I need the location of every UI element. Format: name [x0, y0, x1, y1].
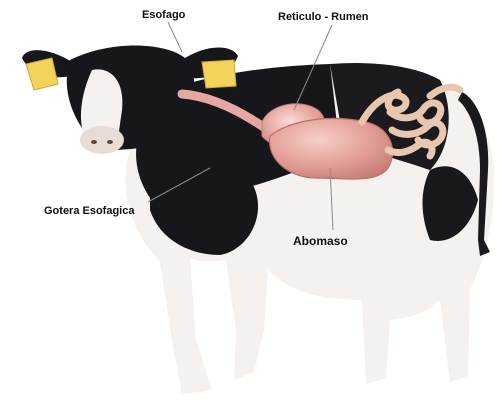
label-reticulo-rumen: Reticulo - Rumen	[278, 11, 368, 23]
ear-tag-left-icon	[26, 58, 58, 90]
label-gotera-esofagica: Gotera Esofagica	[44, 205, 134, 217]
abomasum-shape	[270, 118, 393, 179]
label-esofago: Esofago	[142, 9, 185, 21]
label-abomaso: Abomaso	[293, 234, 348, 248]
ear-tag-right-icon	[202, 60, 236, 88]
esofago-leader-line	[168, 22, 182, 52]
